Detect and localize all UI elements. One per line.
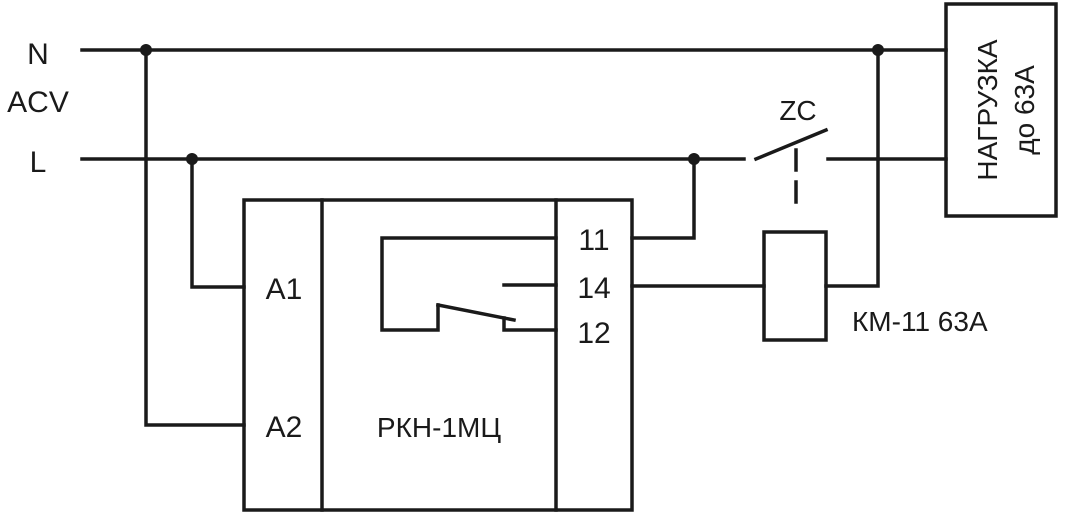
terminal-11-label: 11 [578, 224, 609, 257]
relay-contact-11-path [380, 236, 558, 332]
voltage-label: ACV [7, 86, 69, 119]
load-box [944, 2, 1058, 218]
load-label-line2: до 63А [1009, 65, 1040, 155]
terminal-a2-label: A2 [266, 411, 303, 444]
terminal-14-label: 14 [577, 272, 610, 305]
wire-coil-to-neutral [824, 48, 880, 288]
terminal-12-label: 12 [577, 317, 610, 350]
load-label-line1: НАГРУЗКА [972, 39, 1003, 181]
branch-wires [144, 48, 880, 427]
wire-line-to-a1 [190, 157, 246, 289]
wire-neutral-to-a2 [144, 48, 246, 427]
neutral-label: N [27, 38, 49, 71]
labels: N ACV L A1 A2 11 14 12 РКН-1МЦ ZC КМ-11 … [7, 38, 1040, 444]
contactor-contact [753, 127, 829, 216]
relay-contact-12-terminal [502, 316, 558, 332]
terminal-a1-label: A1 [266, 273, 303, 306]
relay-model-label: РКН-1МЦ [377, 412, 501, 443]
line-label: L [30, 146, 47, 179]
wire-line-to-11 [630, 157, 696, 240]
relay-body [242, 198, 634, 512]
contactor-contact-blade [753, 127, 829, 162]
junctions [140, 44, 884, 165]
relay-contact-blade [435, 302, 517, 323]
coil-km-label: КМ-11 63А [852, 306, 988, 337]
relay-unit [242, 198, 634, 512]
contactor-coil [762, 230, 828, 342]
contact-zc-label: ZC [779, 95, 816, 126]
